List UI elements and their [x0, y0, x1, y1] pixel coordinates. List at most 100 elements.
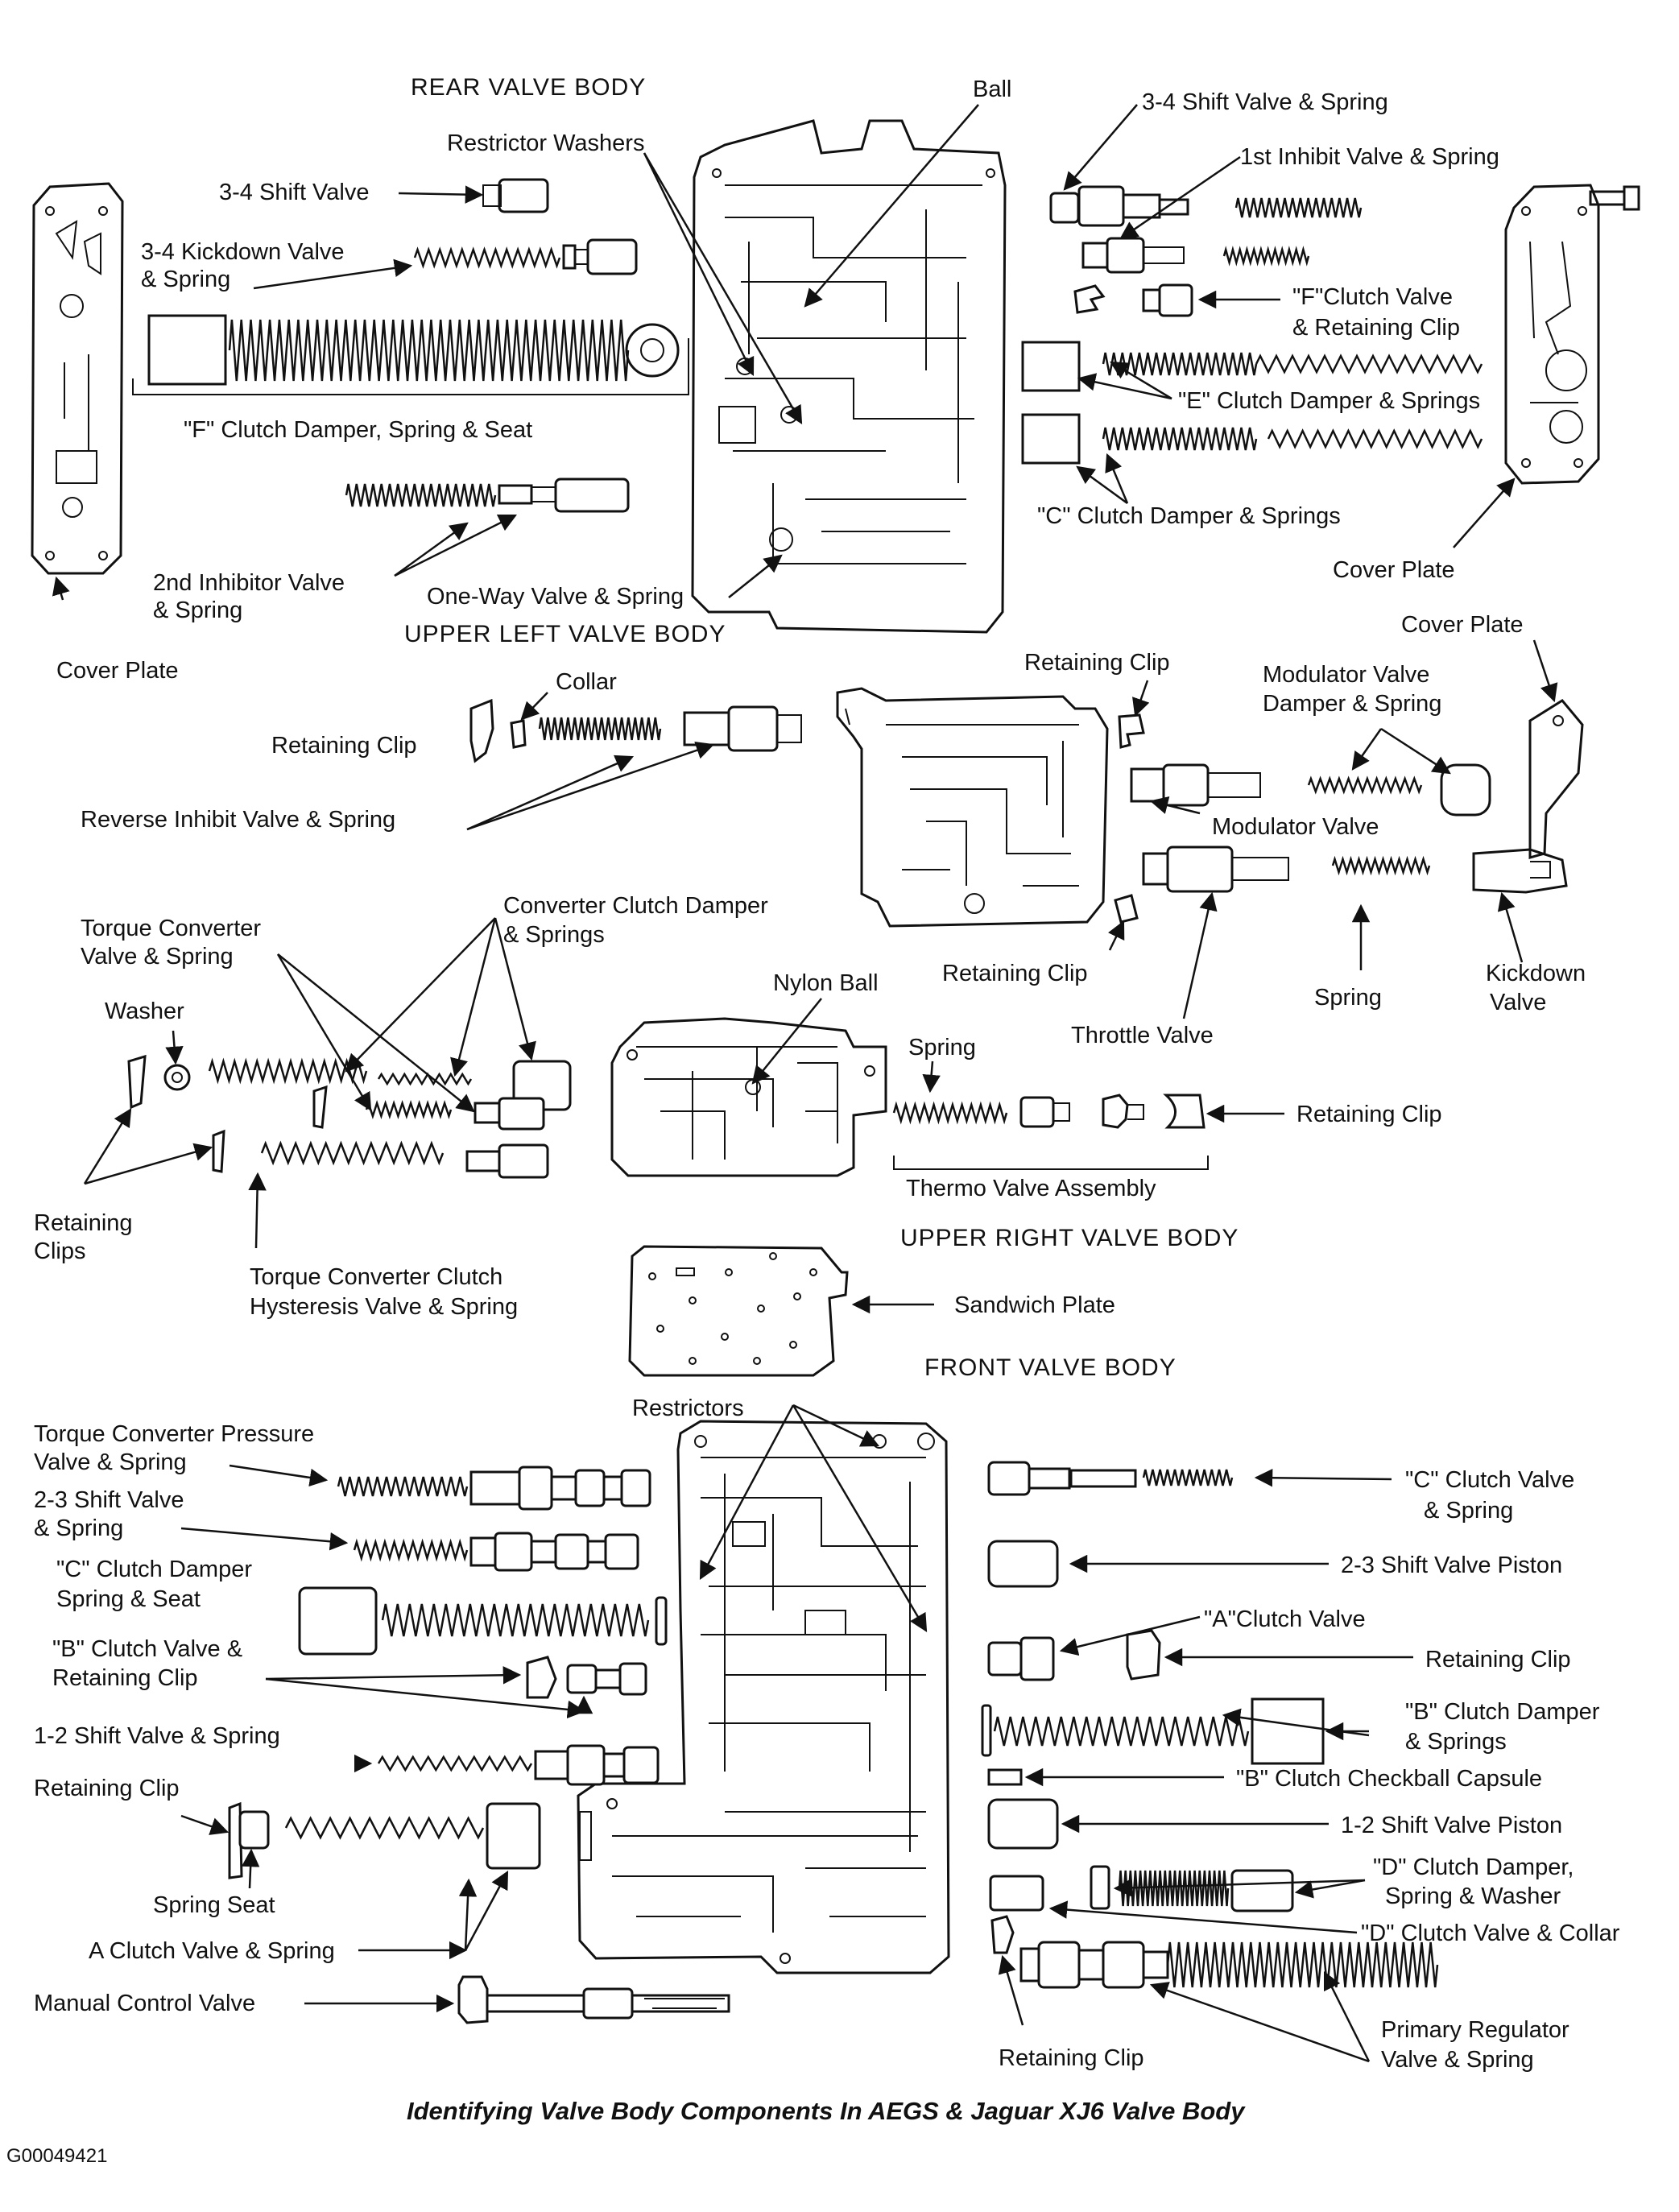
label-cover-plate-ul: Cover Plate	[1401, 612, 1524, 638]
label-3-4-shift-valve-spring: 3-4 Shift Valve & Spring	[1142, 89, 1388, 115]
label-primary-reg-line1: Primary Regulator	[1381, 2017, 1569, 2043]
label-manual-control: Manual Control Valve	[34, 1991, 255, 2016]
label-b-valve-line1: "B" Clutch Valve &	[52, 1636, 242, 1662]
label-converter-clutch-damper-line1: Converter Clutch Damper	[503, 893, 768, 919]
label-hysteresis-line1: Torque Converter Clutch	[250, 1264, 502, 1290]
label-piston-23: 2-3 Shift Valve Piston	[1341, 1553, 1562, 1578]
spring-primary-reg	[1166, 1941, 1439, 1988]
label-retaining-clip-ul-bottom: Retaining Clip	[942, 961, 1088, 986]
label-shift-23-line2: & Spring	[34, 1515, 123, 1541]
label-one-way-valve: One-Way Valve & Spring	[427, 584, 684, 610]
shift-34-valve-part	[482, 178, 549, 213]
label-c-valve-line2: & Spring	[1424, 1498, 1513, 1524]
label-a-valve: "A"Clutch Valve	[1204, 1606, 1366, 1632]
spring-f-clutch-main	[228, 319, 630, 382]
label-ball: Ball	[973, 76, 1011, 102]
label-2nd-inhibitor-line1: 2nd Inhibitor Valve	[153, 570, 345, 596]
label-d-damper-line1: "D" Clutch Damper,	[1373, 1854, 1574, 1880]
spring-shift-34-right	[1234, 197, 1363, 218]
label-reverse-inhibit: Reverse Inhibit Valve & Spring	[81, 807, 395, 833]
spring-c-damper-spring	[381, 1603, 650, 1637]
label-a-valve-spring: A Clutch Valve & Spring	[89, 1938, 335, 1964]
label-retaining-clip-front-left: Retaining Clip	[34, 1776, 180, 1801]
label-b-damper-line2: & Springs	[1405, 1729, 1507, 1755]
label-throttle-valve: Throttle Valve	[1071, 1023, 1214, 1048]
spring-c-damper-a	[1102, 427, 1258, 451]
spring-cc-damper-b	[365, 1099, 453, 1120]
label-retaining-clips-line2: Clips	[34, 1238, 85, 1264]
heading-upper-left-valve-body: UPPER LEFT VALVE BODY	[404, 621, 726, 647]
label-b-checkball: "B" Clutch Checkball Capsule	[1236, 1766, 1542, 1792]
label-3-4-shift-valve: 3-4 Shift Valve	[219, 180, 369, 205]
label-thermo-valve: Thermo Valve Assembly	[906, 1176, 1156, 1201]
rear-right-parts	[1021, 185, 1640, 465]
front-right-parts	[981, 1461, 1325, 1989]
figure-code: G00049421	[6, 2145, 107, 2167]
spring-ul-spring	[1331, 855, 1431, 876]
heading-upper-right-valve-body: UPPER RIGHT VALVE BODY	[900, 1225, 1239, 1251]
label-shift-12: 1-2 Shift Valve & Spring	[34, 1723, 280, 1749]
rear-cover-plate-left	[31, 182, 124, 575]
label-1st-inhibit: 1st Inhibit Valve & Spring	[1240, 144, 1499, 170]
label-spring-seat: Spring Seat	[153, 1892, 275, 1918]
label-restrictors: Restrictors	[632, 1395, 744, 1421]
front-valve-body	[577, 1420, 950, 1974]
label-torque-converter-line2: Valve & Spring	[81, 944, 234, 970]
heading-rear-valve-body: REAR VALVE BODY	[411, 74, 646, 101]
spring-hysteresis	[260, 1140, 445, 1166]
spring-d-damper	[1118, 1870, 1230, 1907]
label-3-4-kickdown-line2: & Spring	[141, 267, 230, 292]
label-tc-pressure-line1: Torque Converter Pressure	[34, 1421, 314, 1447]
label-cover-plate-right: Cover Plate	[1333, 557, 1455, 583]
label-spring-ul: Spring	[1314, 985, 1382, 1011]
label-b-valve-line2: Retaining Clip	[52, 1665, 198, 1691]
front-left-parts	[228, 1466, 730, 2024]
label-primary-reg-line2: Valve & Spring	[1381, 2047, 1534, 2073]
spring-inhibitor-2nd	[345, 483, 497, 507]
inhibitor-2nd-part	[498, 478, 630, 513]
label-retaining-clips-line1: Retaining	[34, 1210, 133, 1236]
springs-group	[208, 197, 1483, 1988]
label-retaining-clip-ul-top: Retaining Clip	[1024, 650, 1170, 676]
spring-shift-12	[377, 1755, 533, 1772]
label-converter-clutch-damper-line2: & Springs	[503, 922, 605, 948]
f-clutch-damper-part	[132, 314, 689, 395]
label-kickdown-line1: Kickdown	[1486, 961, 1586, 986]
spring-kickdown-34	[413, 246, 561, 269]
spring-c-valve	[1142, 1469, 1234, 1486]
spring-shift-23	[353, 1538, 469, 1562]
label-kickdown-line2: Valve	[1490, 990, 1546, 1015]
spring-tc-valve	[208, 1057, 368, 1085]
label-modulator-valve: Modulator Valve	[1212, 814, 1379, 840]
label-restrictor-washers: Restrictor Washers	[447, 130, 644, 156]
label-c-valve-line1: "C" Clutch Valve	[1405, 1467, 1574, 1493]
label-d-damper-line2: Spring & Washer	[1385, 1883, 1561, 1909]
label-c-damper-line2: Spring & Seat	[56, 1586, 201, 1612]
label-b-damper-line1: "B" Clutch Damper	[1405, 1699, 1600, 1725]
label-f-clutch-damper: "F" Clutch Damper, Spring & Seat	[184, 417, 532, 443]
label-collar: Collar	[556, 669, 617, 695]
label-retaining-clip-ul: Retaining Clip	[271, 733, 417, 759]
label-retaining-clip-front-right: Retaining Clip	[1425, 1647, 1571, 1672]
heading-front-valve-body: FRONT VALVE BODY	[924, 1354, 1177, 1381]
label-hysteresis-line2: Hysteresis Valve & Spring	[250, 1294, 518, 1320]
spring-cc-damper	[377, 1072, 473, 1086]
label-nylon-ball: Nylon Ball	[773, 970, 879, 996]
leader-lines	[52, 104, 1558, 2063]
label-modulator-damper-line2: Damper & Spring	[1263, 691, 1441, 717]
label-torque-converter-line1: Torque Converter	[81, 916, 261, 941]
label-c-clutch-damper: "C" Clutch Damper & Springs	[1037, 503, 1341, 529]
label-spring-ur: Spring	[908, 1035, 976, 1061]
spring-reverse-inhibit	[538, 717, 662, 741]
spring-c-damper-b	[1267, 428, 1483, 449]
label-retaining-clip-ur: Retaining Clip	[1296, 1102, 1442, 1127]
label-washer: Washer	[105, 999, 184, 1024]
label-modulator-damper-line1: Modulator Valve	[1263, 662, 1429, 688]
upper-left-parts	[469, 687, 1584, 928]
label-3-4-kickdown-line1: 3-4 Kickdown Valve	[141, 239, 345, 265]
label-e-clutch-damper: "E" Clutch Damper & Springs	[1178, 388, 1480, 414]
spring-thermo	[892, 1101, 1008, 1125]
label-f-clutch-valve-line1: "F"Clutch Valve	[1292, 284, 1453, 310]
label-piston-12: 1-2 Shift Valve Piston	[1341, 1813, 1562, 1838]
